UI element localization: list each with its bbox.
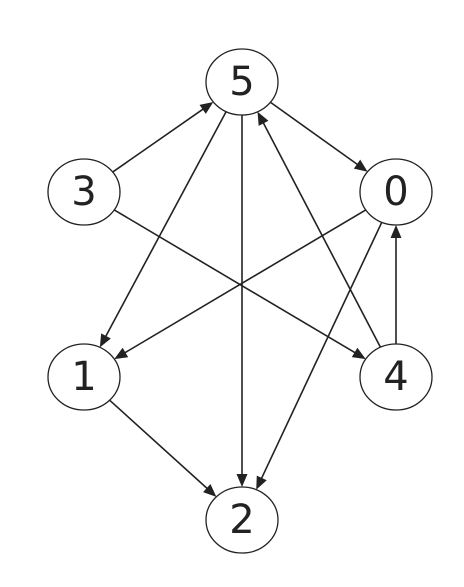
edges-layer bbox=[99, 101, 402, 497]
edge-4-to-5 bbox=[257, 111, 382, 348]
edge-0-to-2 bbox=[256, 221, 383, 490]
node-label: 0 bbox=[383, 169, 408, 215]
edge-line bbox=[269, 101, 359, 166]
edge-1-to-2 bbox=[109, 399, 217, 497]
arrowhead-icon bbox=[390, 225, 402, 238]
edge-line bbox=[113, 209, 356, 354]
edge-line bbox=[262, 122, 382, 348]
node-ellipse bbox=[359, 158, 433, 226]
node-label: 3 bbox=[71, 169, 96, 215]
edge-0-to-1 bbox=[114, 209, 367, 360]
edge-line bbox=[109, 399, 209, 490]
arrowhead-icon bbox=[203, 484, 217, 497]
arrowhead-icon bbox=[199, 101, 214, 114]
node-ellipse bbox=[359, 343, 433, 411]
node-ellipse bbox=[205, 486, 279, 554]
node-label: 1 bbox=[71, 354, 96, 400]
edge-5-to-0 bbox=[269, 101, 368, 172]
arrowhead-icon bbox=[351, 347, 366, 360]
node-ellipse bbox=[205, 48, 279, 116]
edge-3-to-4 bbox=[113, 209, 366, 360]
arrowhead-icon bbox=[99, 333, 111, 348]
edge-5-to-2 bbox=[236, 115, 248, 487]
arrowhead-icon bbox=[236, 474, 248, 487]
node-3: 3 bbox=[47, 158, 121, 226]
node-2: 2 bbox=[205, 486, 279, 554]
node-label: 4 bbox=[383, 354, 408, 400]
node-4: 4 bbox=[359, 343, 433, 411]
node-5: 5 bbox=[205, 48, 279, 116]
node-ellipse bbox=[47, 158, 121, 226]
arrowhead-icon bbox=[256, 475, 267, 490]
edge-line bbox=[104, 111, 227, 338]
edge-3-to-5 bbox=[112, 101, 214, 173]
node-label: 5 bbox=[229, 59, 254, 105]
node-0: 0 bbox=[359, 158, 433, 226]
arrowhead-icon bbox=[353, 159, 368, 172]
edge-4-to-0 bbox=[390, 225, 402, 344]
edge-5-to-1 bbox=[99, 111, 227, 348]
node-ellipse bbox=[47, 343, 121, 411]
edge-line bbox=[124, 209, 367, 354]
node-label: 2 bbox=[229, 497, 254, 543]
edge-line bbox=[112, 108, 204, 173]
nodes-layer: 5 3 0 1 4 2 bbox=[47, 48, 433, 554]
edge-line bbox=[260, 221, 383, 480]
arrowhead-icon bbox=[257, 111, 269, 126]
arrowhead-icon bbox=[114, 347, 129, 360]
node-1: 1 bbox=[47, 343, 121, 411]
